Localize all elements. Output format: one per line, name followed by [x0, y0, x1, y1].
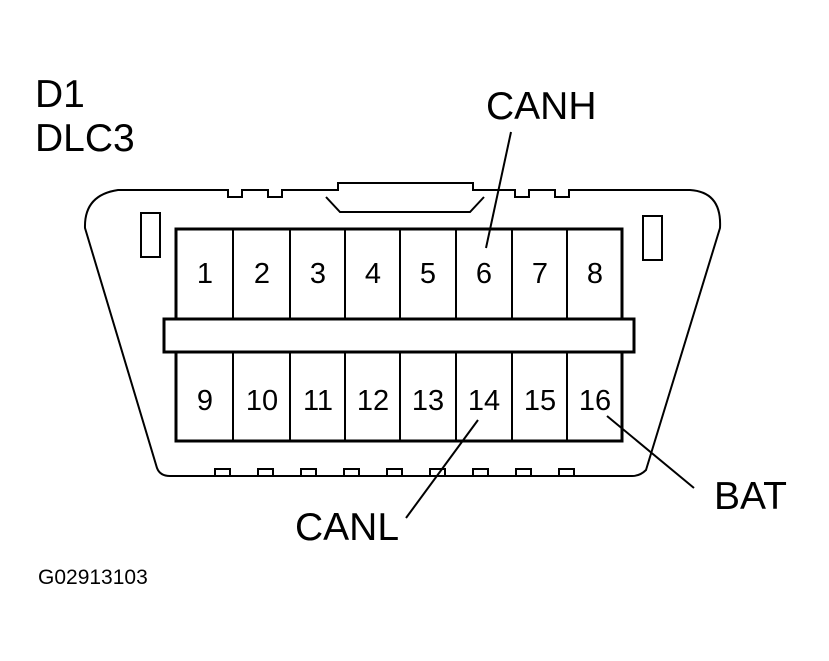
pin-2-label: 2: [254, 258, 270, 290]
pin-3-label: 3: [310, 258, 326, 290]
pin-9-label: 9: [197, 385, 213, 417]
pin-4-label: 4: [365, 258, 381, 290]
pin-8-label: 8: [587, 258, 603, 290]
keyway-notch: [325, 196, 485, 213]
pin-1-label: 1: [197, 258, 213, 290]
pin-16-label: 16: [579, 385, 611, 417]
bat-label: BAT: [714, 475, 787, 518]
pin-13-label: 13: [412, 385, 444, 417]
pin-14-label: 14: [468, 385, 500, 417]
pin-6-label: 6: [476, 258, 492, 290]
pin-5-label: 5: [420, 258, 436, 290]
top-pin-numbers: 1 2 3 4 5 6 7 8: [197, 258, 603, 290]
pin-10-label: 10: [246, 385, 278, 417]
top-row-dividers: [232, 229, 568, 319]
canh-leader: [485, 131, 512, 249]
pin-11-label: 11: [303, 385, 333, 417]
figure-code: G02913103: [38, 566, 148, 589]
canh-label: CANH: [486, 85, 597, 128]
left-latch-slot: [140, 212, 161, 258]
bottom-pin-numbers: 9 10 11 12 13 14 15 16: [197, 385, 611, 417]
connector-name-label: DLC3: [35, 117, 135, 160]
canl-label: CANL: [295, 506, 400, 549]
connector-housing: [83, 182, 722, 477]
connector-id-label: D1: [35, 73, 85, 116]
bottom-notches: [214, 468, 575, 476]
pin-12-label: 12: [357, 385, 389, 417]
canl-leader: [405, 419, 479, 519]
pin-15-label: 15: [524, 385, 556, 417]
right-latch-slot: [642, 215, 663, 261]
separator-bar: [162, 317, 636, 354]
bat-leader: [606, 415, 695, 489]
pin-7-label: 7: [532, 258, 548, 290]
bottom-row-dividers: [232, 352, 568, 441]
